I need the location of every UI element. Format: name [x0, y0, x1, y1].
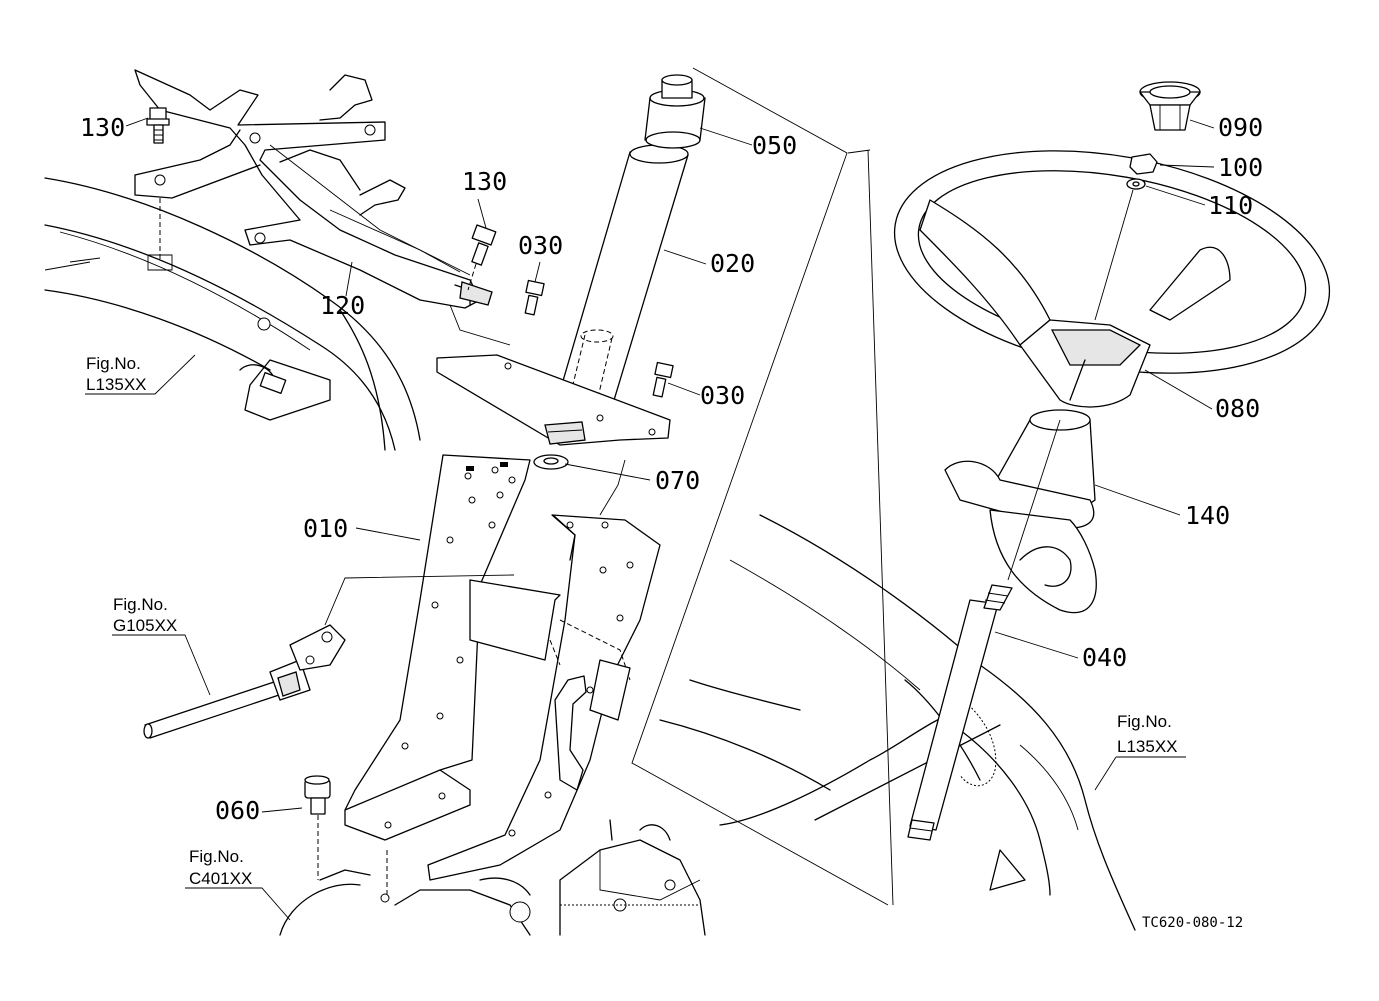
steering-wheel-080: [893, 150, 1331, 408]
drawing-code: TC620-080-12: [1142, 915, 1243, 931]
washer-110: [1126, 178, 1146, 190]
assembly-frame: [631, 67, 894, 906]
ref-c401-title: Fig.No.: [189, 847, 244, 866]
lower-housing: [279, 819, 706, 936]
label-100: 100: [1218, 153, 1263, 182]
ref-g105-code: G105XX: [113, 616, 177, 635]
label-110: 110: [1208, 191, 1253, 220]
stand-010: [344, 454, 661, 881]
hood-right-outline: [659, 514, 1136, 931]
label-050: 050: [752, 131, 797, 160]
figure-references: Fig.No. L135XX Fig.No. G105XX Fig.No. C4…: [86, 354, 1178, 888]
nut-100: [1129, 153, 1158, 175]
label-030-right: 030: [700, 381, 745, 410]
label-130-middle: 130: [462, 167, 507, 196]
ref-l135-left-title: Fig.No.: [86, 354, 141, 373]
part-labels: 130 130 120 030 030 020 050 070 010 060 …: [80, 113, 1263, 825]
label-070: 070: [655, 466, 700, 495]
label-060: 060: [215, 796, 260, 825]
column-tube-020: [552, 144, 689, 421]
bolt-130-middle: [467, 224, 497, 291]
ref-l135-left-code: L135XX: [86, 375, 147, 394]
label-020: 020: [710, 249, 755, 278]
label-130-left: 130: [80, 113, 125, 142]
label-080: 080: [1215, 394, 1260, 423]
bolt-030-left: [524, 279, 545, 316]
boot-140: [944, 409, 1097, 614]
mounting-plate: [436, 354, 671, 446]
label-030-top: 030: [518, 231, 563, 260]
washer-070: [533, 454, 569, 470]
label-120: 120: [320, 291, 365, 320]
ref-l135-right-code: L135XX: [1117, 737, 1178, 756]
label-010: 010: [303, 514, 348, 543]
center-cap-090: [1139, 81, 1201, 131]
cap-050: [644, 74, 706, 149]
ref-g105-title: Fig.No.: [113, 595, 168, 614]
universal-joint: [143, 624, 346, 739]
label-040: 040: [1082, 643, 1127, 672]
hood-left-outline: [44, 177, 421, 451]
leader-lines: [85, 117, 1215, 921]
shaft-040: [907, 419, 1061, 841]
ref-c401-code: C401XX: [189, 869, 252, 888]
label-090: 090: [1218, 113, 1263, 142]
bolt-060: [304, 775, 388, 895]
bolt-030-right: [652, 361, 674, 398]
ref-l135-right-title: Fig.No.: [1117, 712, 1172, 731]
label-140: 140: [1185, 501, 1230, 530]
bracket-120: [134, 69, 493, 309]
bolt-130-left: [146, 107, 170, 144]
